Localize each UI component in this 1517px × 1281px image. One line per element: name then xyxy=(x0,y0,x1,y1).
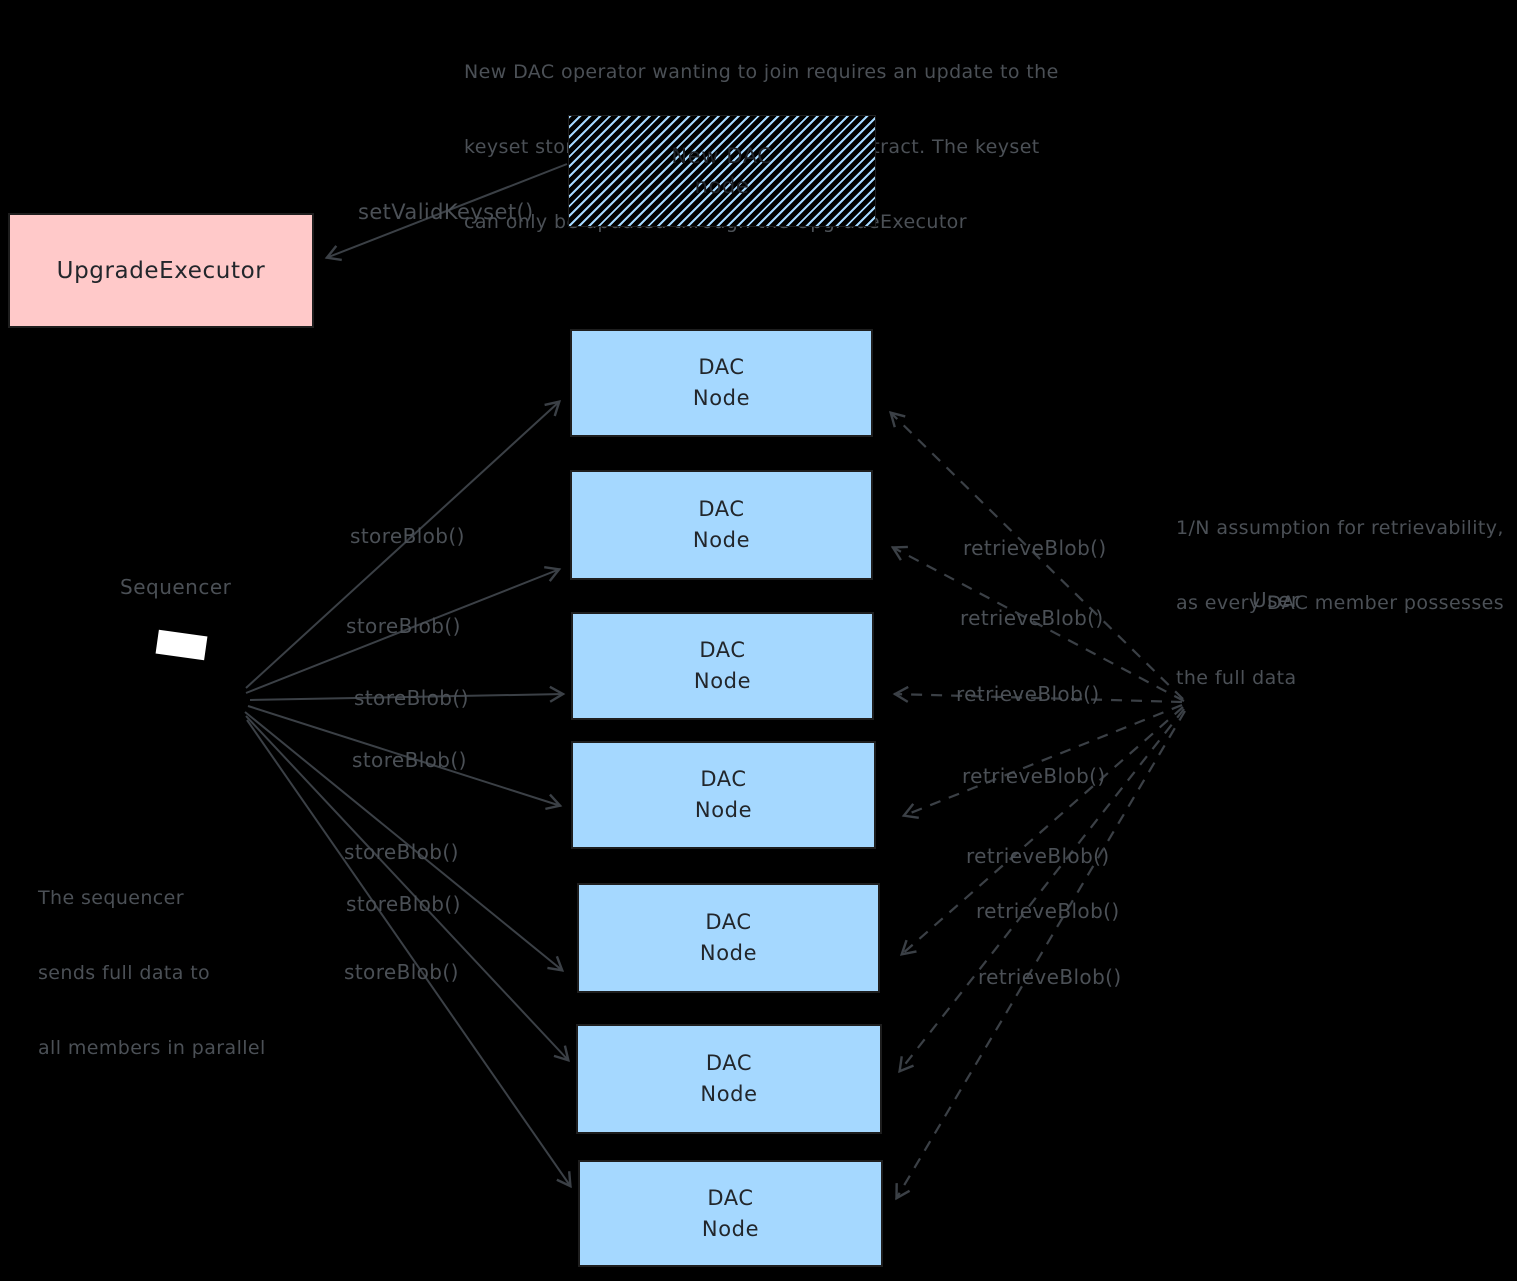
dac-node-label-line2: Node xyxy=(693,669,752,693)
left-note-line: all members in parallel xyxy=(38,1037,266,1059)
new-dac-node-box[interactable]: New DAC node xyxy=(568,115,876,227)
arrow-store-blob-2 xyxy=(245,565,562,694)
store-blob-label-3: storeBlob() xyxy=(354,686,469,710)
set-valid-keyset-label: setValidKeyset() xyxy=(358,200,534,224)
arrow-retrieve-blob-1 xyxy=(888,411,1184,700)
retrieve-blob-label-7: retrieveBlob() xyxy=(978,965,1122,989)
store-blob-label-7: storeBlob() xyxy=(344,960,459,984)
top-note-line: New DAC operator wanting to join require… xyxy=(464,61,1059,83)
arrow-set-valid-keyset xyxy=(324,163,568,262)
right-note-line: 1/N assumption for retrievability, xyxy=(1176,517,1504,539)
dac-node-box-5[interactable]: DAC Node xyxy=(577,883,880,993)
new-dac-node-label-line1: New DAC xyxy=(671,144,773,168)
retrieve-blob-label-3: retrieveBlob() xyxy=(956,682,1100,706)
dac-node-label-line2: Node xyxy=(700,1082,758,1106)
retrieve-blob-label-2: retrieveBlob() xyxy=(960,606,1104,630)
left-note-line: sends full data to xyxy=(38,962,211,984)
store-blob-label-4: storeBlob() xyxy=(352,748,467,772)
arrow-store-blob-4 xyxy=(247,705,563,811)
user-label: User xyxy=(1252,588,1300,612)
dac-node-box-3[interactable]: DAC Node xyxy=(571,612,874,720)
right-note-line: the full data xyxy=(1176,667,1297,689)
retrieve-blob-label-4: retrieveBlob() xyxy=(962,764,1106,788)
arrow-retrieve-blob-3 xyxy=(892,685,1183,704)
dac-node-label-line1: DAC xyxy=(707,1185,754,1210)
new-dac-node-label-line2: node xyxy=(694,174,750,198)
store-blob-label-2: storeBlob() xyxy=(346,614,461,638)
dac-node-label-line1: DAC xyxy=(698,355,745,379)
dac-node-label-line1: DAC xyxy=(705,910,752,934)
arrow-retrieve-blob-6 xyxy=(898,708,1185,1074)
left-note: The sequencer sends full data to all mem… xyxy=(38,836,266,1111)
store-blob-label-5: storeBlob() xyxy=(344,840,459,864)
arrow-store-blob-1 xyxy=(245,400,562,689)
arrow-store-blob-6 xyxy=(245,715,570,1063)
dac-node-box-7[interactable]: DAC Node xyxy=(578,1160,883,1267)
sequencer-label: Sequencer xyxy=(120,575,232,599)
dac-node-box-2[interactable]: DAC Node xyxy=(570,470,873,580)
retrieve-blob-label-5: retrieveBlob() xyxy=(966,844,1110,868)
arrow-store-blob-7 xyxy=(246,719,572,1189)
dac-node-box-1[interactable]: DAC Node xyxy=(570,329,873,437)
left-note-line: The sequencer xyxy=(38,887,184,909)
dac-node-label-line1: DAC xyxy=(698,497,745,521)
store-blob-label-6: storeBlob() xyxy=(346,892,461,916)
arrow-store-blob-5 xyxy=(244,711,565,972)
right-note-line: as every DAC member possesses xyxy=(1176,592,1505,614)
store-blob-label-1: storeBlob() xyxy=(350,524,465,548)
arrow-retrieve-blob-5 xyxy=(899,706,1184,956)
dac-node-box-6[interactable]: DAC Node xyxy=(576,1024,882,1134)
dac-node-label-line1: DAC xyxy=(700,767,747,791)
dac-node-label-line2: Node xyxy=(699,941,758,965)
dac-node-label-line2: Node xyxy=(692,528,751,552)
arrow-retrieve-blob-4 xyxy=(901,703,1183,819)
arrow-retrieve-blob-2 xyxy=(890,545,1185,702)
dac-node-label-line2: Node xyxy=(694,798,753,822)
dac-node-label-line1: DAC xyxy=(705,1051,753,1075)
upgrade-executor-box[interactable]: UpgradeExecutor xyxy=(8,213,314,328)
dac-node-label-line2: Node xyxy=(692,386,751,410)
retrieve-blob-label-6: retrieveBlob() xyxy=(976,899,1120,923)
dac-node-label-line2: Node xyxy=(701,1216,760,1241)
retrieve-blob-label-1: retrieveBlob() xyxy=(963,536,1107,560)
dac-node-box-4[interactable]: DAC Node xyxy=(571,741,876,849)
arrow-store-blob-3 xyxy=(249,685,566,703)
upgrade-executor-label: UpgradeExecutor xyxy=(56,257,266,284)
right-note: 1/N assumption for retrievability, as ev… xyxy=(1176,466,1504,741)
arrow-retrieve-blob-7 xyxy=(895,710,1186,1201)
dac-node-label-line1: DAC xyxy=(699,638,746,662)
